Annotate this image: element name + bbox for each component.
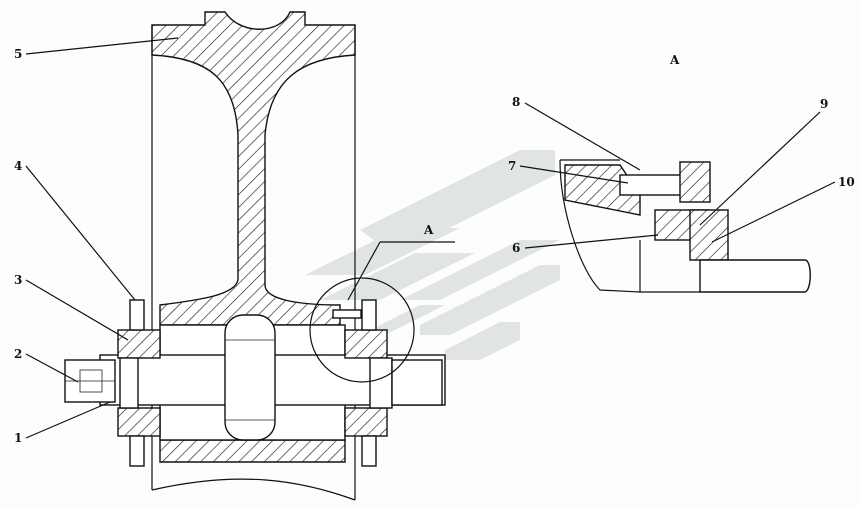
- callout-8: 8: [512, 95, 520, 109]
- wheel-web: [151, 11, 356, 326]
- detail-circle-a: [309, 277, 415, 383]
- wheel-bottom-curve: [151, 478, 356, 501]
- left-bearing-lower: [117, 407, 161, 437]
- callout-7: 7: [508, 159, 516, 173]
- right-bolt: [332, 309, 362, 319]
- callouts: 5 4 3 2 1 8 7 6 9 10 A A: [14, 37, 855, 445]
- section-marker-a: A: [423, 223, 434, 237]
- callout-4: 4: [14, 159, 22, 173]
- left-cap-upper: [129, 299, 145, 331]
- left-flange: [119, 357, 139, 409]
- spacer-sleeve: [224, 314, 276, 441]
- callout-6: 6: [512, 241, 520, 255]
- shaft-end: [391, 359, 443, 406]
- callout-3: 3: [14, 273, 22, 287]
- right-cap-upper: [361, 299, 377, 331]
- callout-1: 1: [14, 431, 22, 445]
- main-view: [64, 11, 455, 501]
- callout-2: 2: [14, 347, 22, 361]
- right-bearing-lower: [344, 407, 388, 437]
- detail-outline-left: [559, 159, 641, 293]
- detail-view-a: [559, 159, 811, 293]
- detail-seal: [689, 209, 729, 261]
- detail-cap: [679, 161, 711, 203]
- detail-shaft: [699, 259, 811, 293]
- watermark-logo: [305, 150, 560, 360]
- left-cap-lower: [129, 435, 145, 467]
- right-bearing-upper: [344, 329, 388, 359]
- callout-10: 10: [838, 175, 855, 189]
- left-bearing-upper: [117, 329, 161, 359]
- lower-rim: [159, 439, 346, 463]
- callout-5: 5: [14, 47, 22, 61]
- callout-9: 9: [820, 97, 828, 111]
- right-cap-lower: [361, 435, 377, 467]
- right-flange: [369, 357, 393, 409]
- detail-view-title: A: [669, 53, 680, 67]
